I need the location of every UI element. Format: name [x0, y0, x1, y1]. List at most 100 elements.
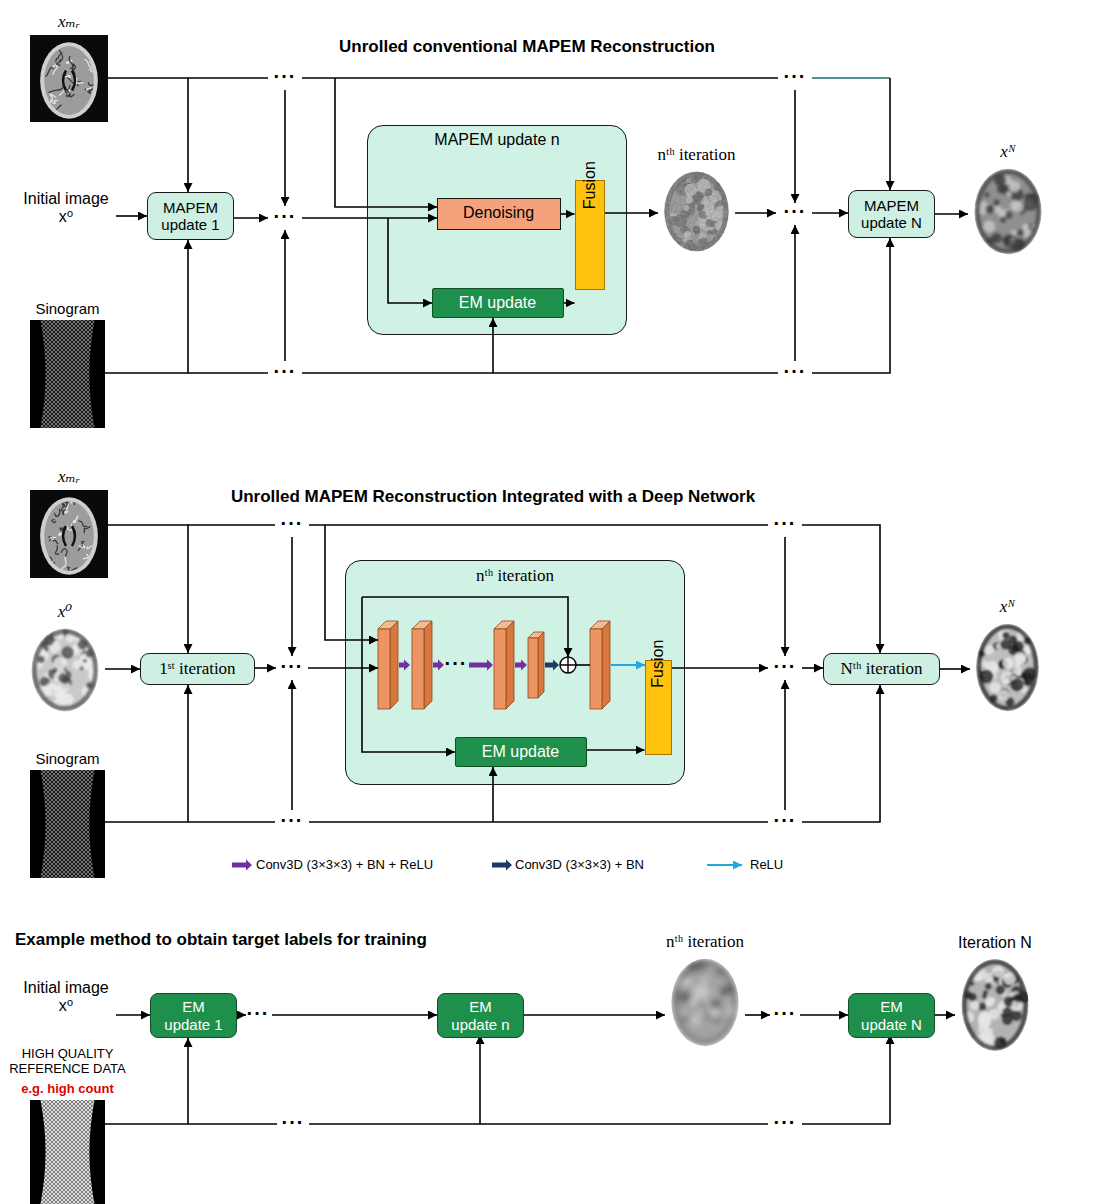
- connector: [587, 749, 645, 751]
- mr-gyrus: [51, 99, 58, 103]
- layer-arrow: [232, 860, 252, 871]
- input-text: Initial image x⁰: [16, 186, 116, 230]
- pet-blob: [1000, 217, 1006, 223]
- conv-layer-side: [390, 621, 398, 709]
- continuation-dots: ···: [274, 205, 297, 228]
- mr-gyrus: [84, 60, 91, 70]
- signal-line: [309, 524, 768, 526]
- connector: [105, 240, 188, 373]
- mr-gyrus: [67, 567, 70, 571]
- pet-blob: [712, 1010, 717, 1015]
- box-label: Nᵗʰ iteration: [841, 659, 923, 679]
- text-group: Denoising: [438, 204, 560, 222]
- signal-line: [784, 537, 786, 656]
- conv-layer: [494, 621, 514, 709]
- continuation-dots: ···: [274, 65, 297, 88]
- continuation-dots: ···: [774, 512, 797, 535]
- mr-image-frame: xₘᵣ: [30, 490, 108, 578]
- mr-gyrus: [59, 50, 62, 61]
- box-label: EM update: [456, 743, 586, 761]
- pet-blob: [53, 657, 66, 670]
- signal-line: [284, 90, 286, 206]
- text-group: xᴺ: [1000, 142, 1015, 162]
- pet-blob: [682, 1015, 689, 1022]
- pet-blob: [1006, 191, 1011, 196]
- mr-gyrus: [87, 546, 93, 549]
- pet-blob: [706, 1013, 712, 1019]
- pet-blob: [61, 646, 74, 659]
- mr-gyrus: [53, 65, 58, 74]
- pet-brain: [31, 629, 101, 712]
- mr-gyrus: [73, 516, 78, 523]
- pet-blob: [996, 985, 1005, 994]
- box-label: EM update: [433, 294, 563, 312]
- relu-arrow: [611, 664, 645, 666]
- pet-activity: [961, 959, 1030, 1051]
- text-group: HIGH QUALITY REFERENCE DATAe.g. high cou…: [3, 1047, 133, 1097]
- pet-blob: [983, 990, 988, 995]
- mr-image-frame: xₘᵣ: [30, 35, 108, 122]
- continuation-dots: ···: [774, 655, 797, 678]
- pet-blob: [1017, 229, 1024, 236]
- signal-line: [188, 821, 275, 823]
- sinogram-image: [30, 320, 105, 428]
- pet-blob: [1009, 636, 1018, 645]
- legend-text: Conv3D (3×3×3) + BN: [515, 858, 644, 873]
- signal-line: [576, 664, 590, 666]
- mr-gyrus: [66, 94, 74, 97]
- text-group: 1ˢᵗ iteration: [159, 659, 235, 679]
- mr-gyrus: [62, 557, 66, 571]
- mr-gyrus: [87, 87, 92, 90]
- layer-arrow: [399, 660, 410, 671]
- em-update-box: EM update: [455, 737, 587, 767]
- em-update-box: EM update N: [848, 993, 935, 1038]
- block-heading: nᵗʰ iteration: [346, 566, 684, 586]
- conv-layer: [590, 621, 610, 709]
- connector: [116, 215, 147, 217]
- pet-image: [961, 959, 1030, 1051]
- text-group: Fusion: [649, 662, 667, 687]
- process-box: 1ˢᵗ iteration: [140, 653, 255, 685]
- pet-blob: [990, 997, 995, 1002]
- process-box: MAPEM update N: [848, 190, 935, 238]
- signal-line: [302, 372, 778, 374]
- signal-line: [800, 1014, 848, 1016]
- image-caption: xₘᵣ: [58, 467, 80, 487]
- fusion-box: Fusion: [575, 180, 605, 290]
- pet-blob: [985, 983, 992, 990]
- pet-brain: [658, 168, 735, 255]
- signal-line: [492, 318, 494, 373]
- pet-blob: [998, 689, 1010, 701]
- connector: [116, 1014, 150, 1016]
- pet-blob: [681, 991, 692, 1002]
- pet-cortex: [674, 962, 735, 1043]
- pet-blob: [1003, 658, 1014, 669]
- text-group: MAPEM update 1: [158, 199, 223, 234]
- text-group: xₘᵣ: [58, 12, 80, 32]
- connector: [105, 668, 140, 670]
- signal-line: [802, 1035, 890, 1124]
- sinogram-image: [30, 770, 105, 878]
- pet-blob: [996, 643, 1001, 648]
- conv-layer-front: [378, 629, 390, 709]
- connector: [935, 1014, 955, 1016]
- mr-gyrus: [48, 556, 55, 564]
- panel-heading: Unrolled conventional MAPEM Reconstructi…: [339, 37, 715, 57]
- pet-blob: [992, 966, 1004, 978]
- em-update-box: EM update: [432, 288, 564, 318]
- mr-tissue: [30, 35, 108, 122]
- pet-activity: [976, 624, 1039, 711]
- input-text: Initial image x⁰: [16, 975, 116, 1019]
- pet-blob: [691, 1016, 700, 1025]
- pet-image-frame: xᴺ: [968, 165, 1048, 258]
- layer-arrow: [469, 660, 493, 671]
- iteration-block: nᵗʰ iteration EM update Fusion: [345, 560, 685, 785]
- mr-gyrus: [61, 502, 64, 511]
- em-update-box: EM update 1: [150, 993, 237, 1038]
- mr-gyrus: [53, 105, 61, 115]
- pet-blob: [702, 999, 709, 1006]
- pet-blob: [1002, 632, 1009, 639]
- panel-heading: Example method to obtain target labels f…: [15, 930, 427, 950]
- conv-layer-front: [528, 638, 538, 698]
- pet-image: [31, 629, 101, 712]
